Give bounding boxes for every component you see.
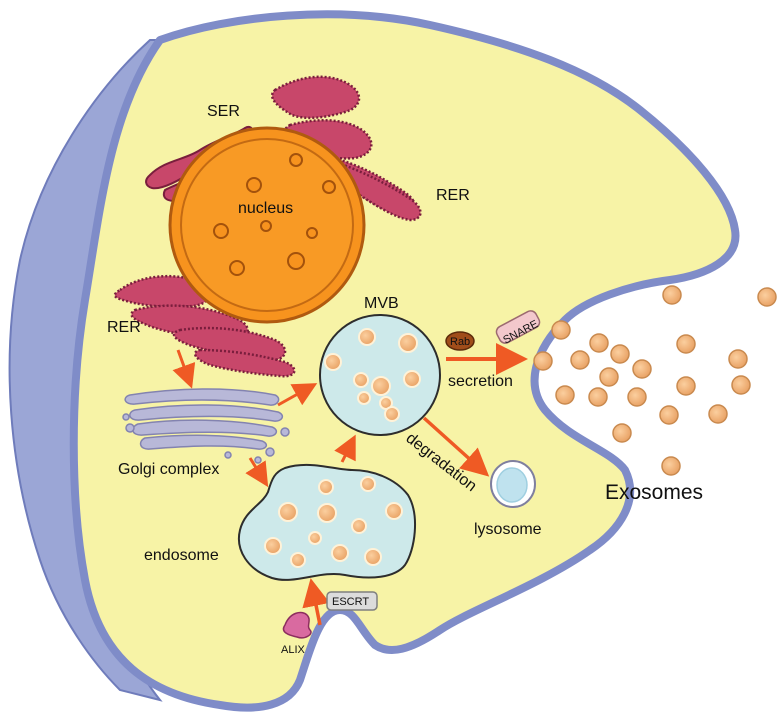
escrt-protein xyxy=(326,591,378,611)
nucleus xyxy=(168,126,366,324)
lysosome xyxy=(490,460,536,508)
arrow-golgi-to-mvb xyxy=(277,383,318,407)
alix-protein xyxy=(282,611,312,639)
mvb xyxy=(319,314,441,436)
label-golgi-complex: Golgi complex xyxy=(118,461,219,478)
label-rer-left: RER xyxy=(107,319,141,336)
rer-left-organelle xyxy=(113,274,296,378)
arrow-escrt-to-endosome xyxy=(302,578,330,626)
arrow-golgi-to-endosome xyxy=(245,457,269,488)
snare-protein xyxy=(495,310,541,344)
label-ser: SER xyxy=(207,103,240,120)
label-rer-top: RER xyxy=(436,187,470,204)
arrow-mvb-degradation xyxy=(422,416,490,477)
label-endosome: endosome xyxy=(144,547,219,564)
label-nucleus: nucleus xyxy=(238,200,293,217)
arrow-rer-to-golgi xyxy=(172,349,196,389)
label-escrt: ESCRT xyxy=(332,596,369,608)
arrow-endosome-to-mvb xyxy=(334,434,356,463)
rab-protein xyxy=(445,331,475,351)
endosome xyxy=(237,463,416,581)
exosome-cluster xyxy=(533,285,777,476)
label-mvb: MVB xyxy=(364,295,399,312)
label-alix: ALIX xyxy=(281,644,306,656)
label-exosomes: Exosomes xyxy=(605,481,703,504)
label-secretion: secretion xyxy=(448,373,513,390)
label-lysosome: lysosome xyxy=(474,521,542,538)
label-rab: Rab xyxy=(450,336,470,348)
pathway-arrows xyxy=(172,343,528,626)
golgi-complex xyxy=(122,388,290,464)
